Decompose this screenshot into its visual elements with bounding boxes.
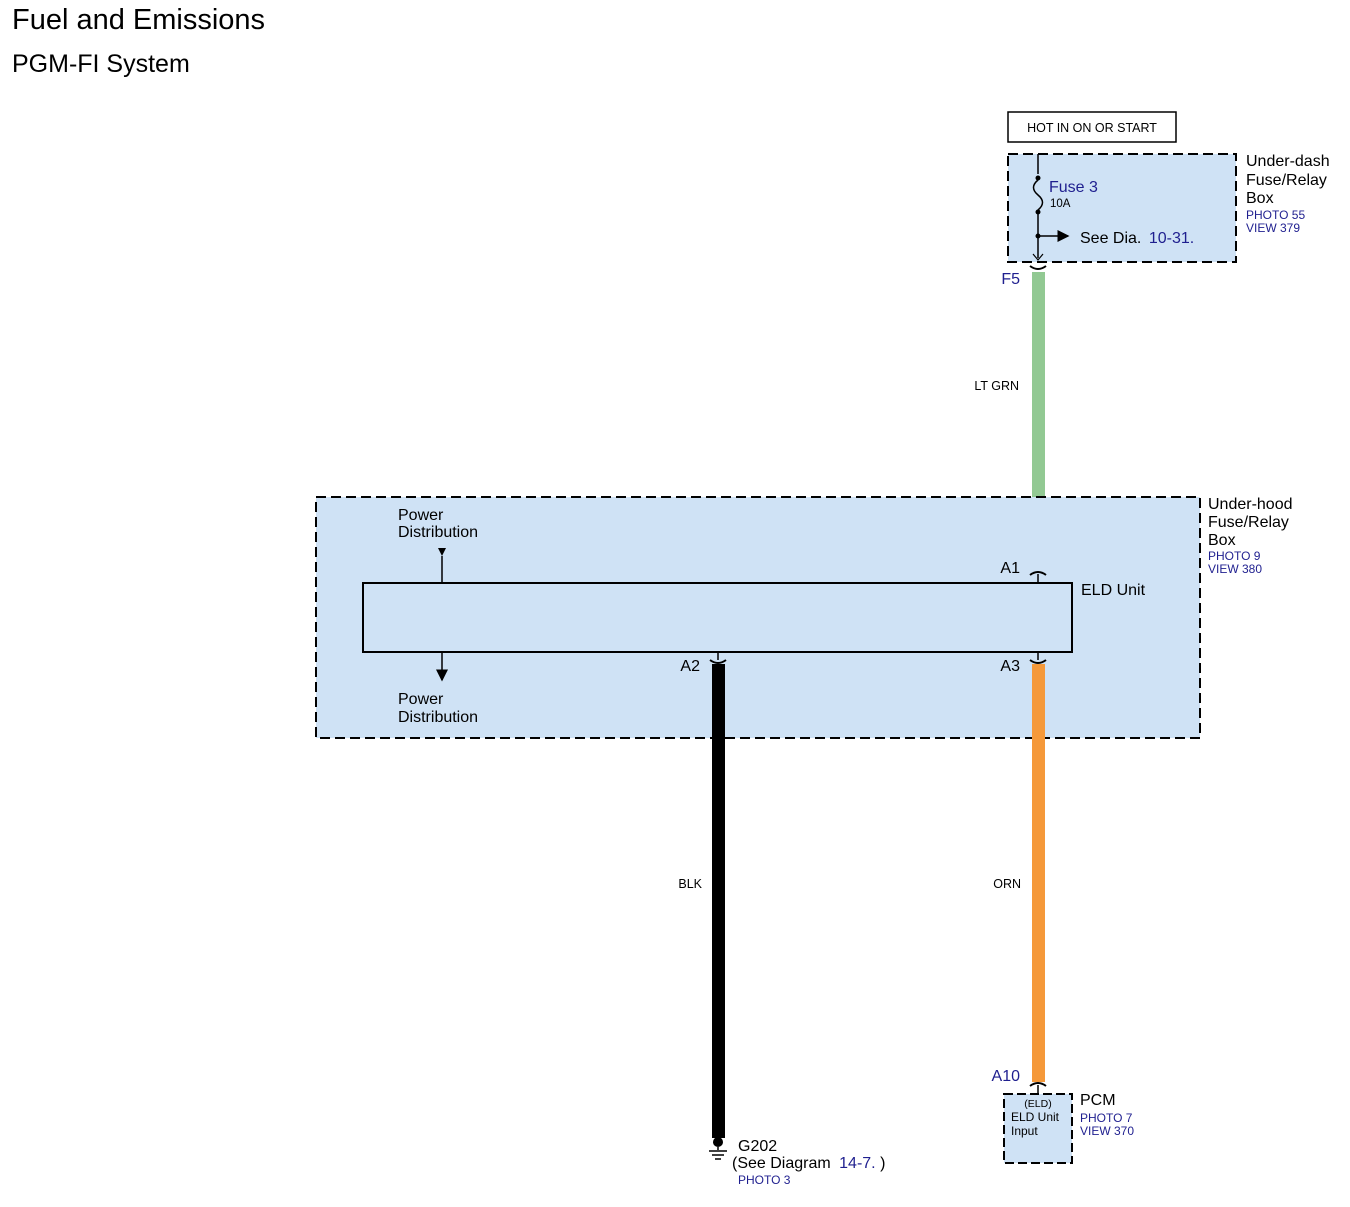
page-subtitle: PGM-FI System [12,50,190,78]
pcm-pin-2: ELD Unit [1011,1110,1060,1124]
ground-see-ref[interactable]: 14-7. [839,1155,875,1172]
see-dia-ref[interactable]: 10-31. [1149,230,1194,247]
power-dist-bot-2: Distribution [398,709,478,726]
wire-orn-label: ORN [993,877,1021,891]
hot-label: HOT IN ON OR START [1027,121,1157,135]
ground-name: G202 [738,1138,777,1155]
fuse-3-symbol [1032,179,1044,211]
connector-a1-symbol [1029,571,1047,576]
ground-junction [713,1137,723,1147]
pcm-photo-link[interactable]: PHOTO 7 [1080,1111,1133,1125]
see-dia-text: See Dia. [1080,230,1141,247]
pcm-pin-1: (ELD) [1024,1098,1051,1110]
svg-text:See Dia. 10-31.: See Dia. 10-31. [1080,230,1194,247]
underdash-name-1: Under-dash [1246,153,1330,170]
hot-label-box [1007,111,1177,143]
underdash-photo-link[interactable]: PHOTO 55 [1246,208,1305,222]
eld-unit-label: ELD Unit [1081,582,1146,599]
connector-a2-label: A2 [680,658,700,675]
connector-f5-symbol [1029,265,1047,270]
fuse-terminal-top [1035,175,1041,181]
underdash-name-2: Fuse/Relay [1246,172,1327,189]
connector-a1-label: A1 [1000,560,1020,577]
underdash-name-3: Box [1246,190,1274,207]
underhood-name-1: Under-hood [1208,496,1293,513]
connector-a3-symbol [1029,659,1047,664]
fuse-rating: 10A [1050,198,1071,210]
power-dist-top-2: Distribution [398,524,478,541]
underdash-view-link[interactable]: VIEW 379 [1246,221,1300,235]
underhood-name-2: Fuse/Relay [1208,514,1289,531]
wire-blk-label: BLK [678,877,702,891]
underdash-fuse-box [1007,153,1237,263]
power-dist-bot-1: Power [398,691,444,708]
connector-a10-label: A10 [992,1068,1021,1085]
pcm-name: PCM [1080,1092,1116,1109]
power-dist-arrow-head [438,548,446,556]
pcm-box [1003,1093,1073,1164]
connector-a2-symbol [709,659,727,664]
svg-text:(See Diagram 14-7. ): (See Diagram 14-7. ) [732,1155,885,1172]
page-title: Fuel and Emissions [12,4,266,36]
pcm-pin-3: Input [1011,1124,1038,1138]
ground-see-close: ) [880,1155,885,1172]
underhood-name-3: Box [1208,532,1236,549]
underhood-photo-link[interactable]: PHOTO 9 [1208,549,1261,563]
connector-f5-label: F5 [1001,271,1020,288]
connector-a3-label: A3 [1000,658,1020,675]
eld-unit-box [362,582,1073,653]
wire-blk [712,664,725,1138]
pcm-view-link[interactable]: VIEW 370 [1080,1124,1134,1138]
wire-lt-grn [1032,272,1045,570]
ground-see-text: (See Diagram [732,1155,831,1172]
power-dist-top-1: Power [398,507,444,524]
underhood-view-link[interactable]: VIEW 380 [1208,562,1262,576]
wire-orn [1032,664,1045,1082]
wire-lt-grn-label: LT GRN [974,379,1019,393]
connector-a10-symbol [1029,1082,1047,1087]
fuse-name: Fuse 3 [1049,179,1098,196]
ground-photo-link[interactable]: PHOTO 3 [738,1173,791,1187]
